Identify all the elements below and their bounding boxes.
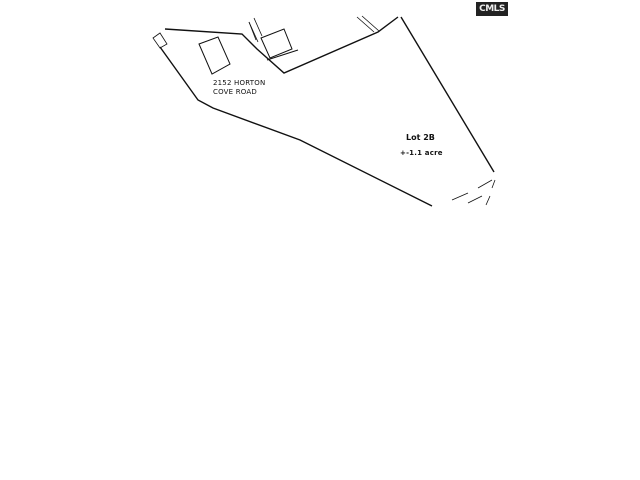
lot-name: Lot 2B: [406, 133, 435, 142]
address-line2: COVE ROAD: [213, 88, 257, 96]
lot-area: +-1.1 acre: [400, 149, 443, 157]
cmls-logo: CMLS: [476, 2, 508, 16]
property-boundary-east: [400, 16, 495, 173]
setback-line: [356, 16, 375, 33]
marker: [152, 32, 168, 49]
address-line1: 2152 HORTON: [213, 79, 266, 87]
property-boundary-north: [164, 16, 399, 74]
setback-line: [361, 15, 380, 32]
driveway: [253, 17, 263, 37]
dwelling-footprint: [198, 36, 231, 75]
road-edge: [266, 49, 299, 61]
driveway: [248, 21, 259, 43]
easement-dashes: [451, 179, 496, 206]
property-boundary-south: [159, 46, 433, 207]
outbuilding-footprint: [260, 28, 293, 59]
